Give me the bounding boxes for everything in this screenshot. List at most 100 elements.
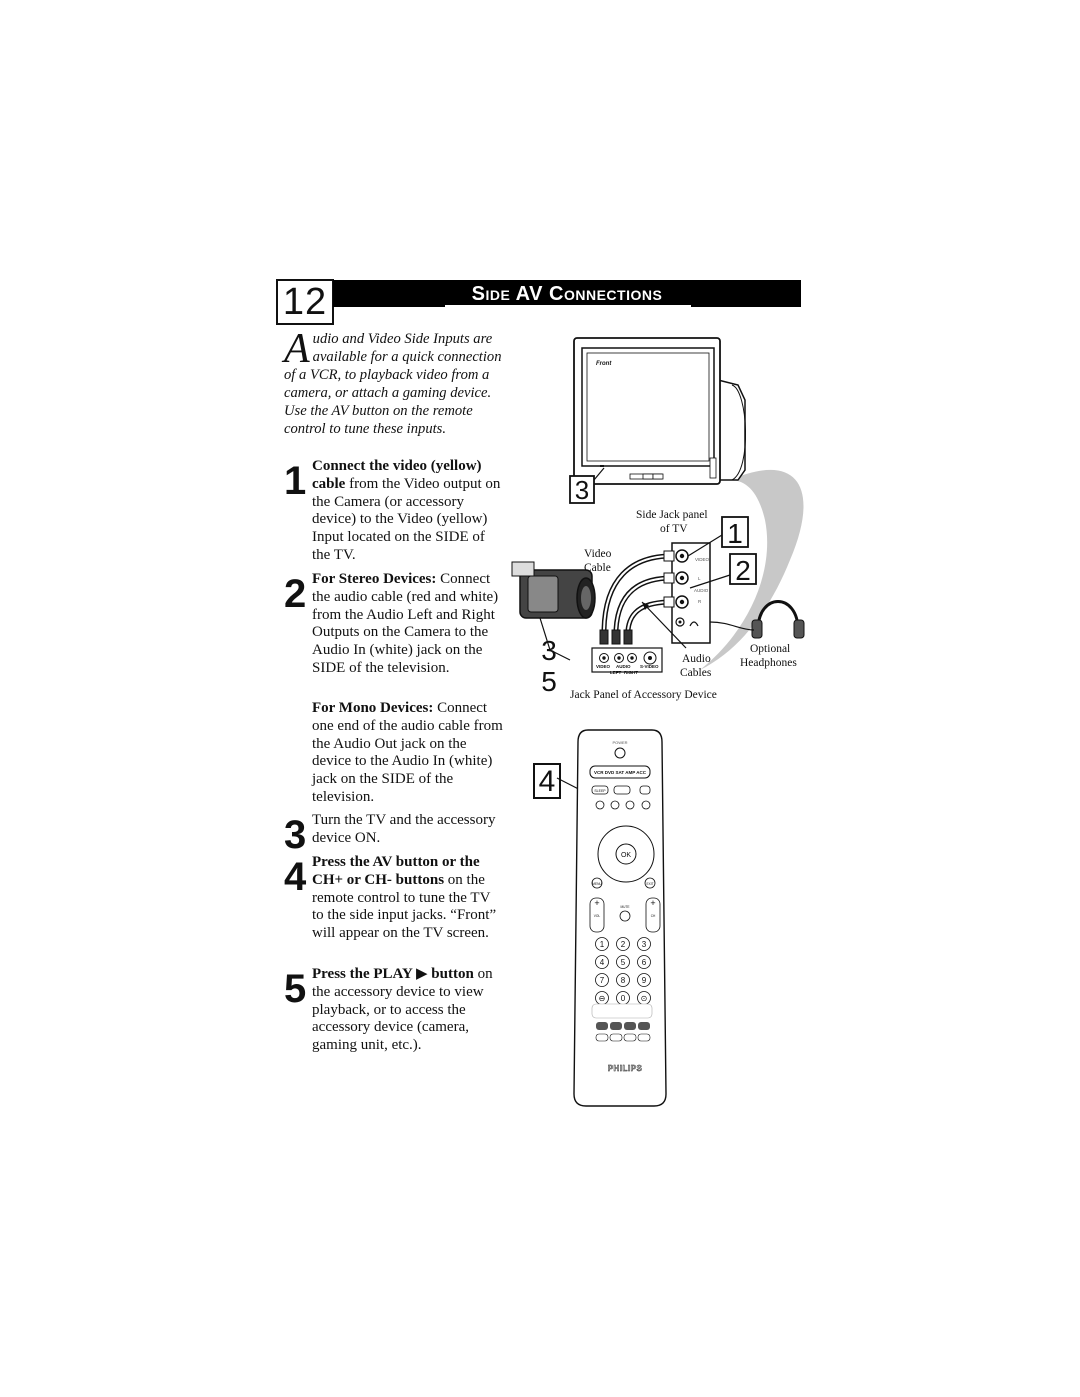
- remote-control: POWER VCR DVD SAT AMP ACC SLEEP OK MENU …: [573, 729, 667, 1107]
- remote-ch: CH: [651, 914, 656, 918]
- remote-exit: EXIT: [646, 882, 653, 886]
- remote-digit-button: [637, 937, 651, 951]
- mono-devices-body: Connect one end of the audio cable from …: [312, 700, 503, 805]
- remote-digit-label: 4: [600, 958, 605, 967]
- remote-digit-button: [595, 973, 609, 987]
- remote-digit-label: 2: [621, 940, 626, 949]
- tv-set: [573, 337, 747, 485]
- title-underline: [445, 305, 691, 307]
- remote-digit-grid: 1 2 3 4 5 6 7 8 9 ⊖ 0 ⊙: [595, 937, 651, 1005]
- headphones-illustration: [709, 600, 805, 639]
- callout-4: 4: [538, 765, 556, 798]
- step-2-body: Connect the audio cable (red and white) …: [312, 571, 499, 676]
- page-number: 12: [276, 279, 334, 325]
- mono-devices-text: For Mono Devices: Connect one end of the…: [312, 700, 504, 807]
- step-2-text: For Stereo Devices: Connect the audio ca…: [312, 571, 504, 678]
- audio-cables-label-1: Audio: [682, 653, 711, 665]
- remote-digit-button: [637, 973, 651, 987]
- remote-power-label: POWER: [612, 740, 627, 745]
- callout-3-top-box: [569, 475, 595, 504]
- optional-label: Optional: [750, 643, 790, 655]
- remote-digit-label: 9: [642, 976, 647, 985]
- camcorder-illustration: [511, 561, 596, 661]
- remote-digit-button: [595, 955, 609, 969]
- step-3-body: Turn the TV and the accessory device ON.: [312, 812, 496, 846]
- svg-text:+: +: [594, 898, 599, 908]
- step-4-text: Press the AV button or the CH+ or CH- bu…: [312, 854, 504, 943]
- jack-panel-caption: Jack Panel of Accessory Device: [570, 689, 717, 701]
- connection-diagram: Front 3 Side Jack panel of TV VIDEO L AU…: [511, 337, 805, 701]
- tv-jack-r-label: R: [698, 599, 702, 604]
- callout-3-bottom: 3: [541, 635, 557, 666]
- callout-3-top: 3: [575, 475, 589, 505]
- tv-screen-text: Front: [596, 361, 612, 367]
- tv-jack-audio-label: AUDIO: [694, 588, 709, 593]
- tv-jack-video-label: VIDEO: [695, 557, 710, 562]
- video-cable-label-2: Cable: [584, 562, 611, 574]
- remote-menu: MENU: [592, 882, 602, 886]
- remote-digit-label: 3: [642, 940, 647, 949]
- remote-digit-label: ⊖: [599, 994, 606, 1003]
- remote-digit-label: 5: [621, 958, 626, 967]
- remote-digit-label: ⊙: [641, 994, 648, 1003]
- audio-cables-label-2: Cables: [680, 667, 712, 679]
- remote-digit-button: [616, 973, 630, 987]
- remote-digit-label: 6: [642, 958, 647, 967]
- step-1-lead: Connect the video (yellow) cable: [312, 458, 482, 492]
- step-5-lead: Press the PLAY ▶ button: [312, 966, 474, 982]
- accessory-jack-panel: [591, 647, 663, 673]
- device-audio-label: AUDIO: [616, 664, 631, 669]
- remote-digit-button: [616, 937, 630, 951]
- remote-vol: VOL: [594, 914, 601, 918]
- callout-2-box: [729, 553, 757, 585]
- remote-digit-button: [616, 955, 630, 969]
- step-1-body: from the Video output on the Camera (or …: [312, 475, 501, 563]
- device-left-label: LEFT: [610, 670, 621, 675]
- step-4-number: 4: [284, 855, 307, 899]
- device-right-label: RIGHT: [624, 670, 638, 675]
- callout-1: 1: [727, 518, 743, 549]
- step-4-lead: Press the AV button or the CH+ or CH- bu…: [312, 854, 480, 888]
- step-2-number: 2: [284, 572, 307, 616]
- step-4-body: on the remote control to tune the TV to …: [312, 871, 497, 942]
- video-cable-label-1: Video: [584, 548, 612, 560]
- step-5-text: Press the PLAY ▶ button on the accessory…: [312, 966, 504, 1055]
- remote-digit-button: [595, 937, 609, 951]
- step-5-body: on the accessory device to view playback…: [312, 966, 493, 1054]
- of-tv-label: of TV: [660, 523, 688, 535]
- intro-dropcap: A: [284, 326, 310, 372]
- step-1-text: Connect the video (yellow) cable from th…: [312, 458, 504, 565]
- remote-digit-button: [637, 955, 651, 969]
- remote-ok: OK: [621, 852, 631, 859]
- intro-paragraph: A udio and Video Side Inputs are availab…: [284, 326, 508, 438]
- remote-mute: MUTE: [620, 905, 629, 909]
- side-jack-panel-label: Side Jack panel: [636, 509, 708, 521]
- step-3-number: 3: [284, 813, 307, 857]
- device-svideo-label: S-VIDEO: [640, 664, 659, 669]
- intro-text: udio and Video Side Inputs are available…: [284, 331, 502, 437]
- callout-5: 5: [541, 666, 557, 697]
- mono-devices-lead: For Mono Devices:: [312, 700, 434, 716]
- tv-jack-l-label: L: [698, 576, 701, 581]
- callout-2: 2: [735, 555, 751, 586]
- remote-brand: PHILIPS: [608, 1064, 643, 1073]
- callout-1-box: [721, 516, 749, 548]
- title-bar: [333, 280, 801, 307]
- step-1-number: 1: [284, 459, 307, 503]
- background-swoosh: [700, 469, 804, 670]
- remote-modes: VCR DVD SAT AMP ACC: [594, 770, 647, 775]
- step-3-text: Turn the TV and the accessory device ON.: [312, 812, 504, 848]
- side-jack-panel: [671, 542, 711, 644]
- remote-digit-label: 0: [621, 994, 626, 1003]
- remote-sleep: SLEEP: [594, 789, 606, 793]
- device-video-label: VIDEO: [596, 664, 611, 669]
- step-5-number: 5: [284, 967, 307, 1011]
- headphones-label: Headphones: [740, 657, 797, 669]
- av-cables: [601, 553, 675, 633]
- section-title: Side AV Connections: [471, 283, 663, 305]
- step-2-lead: For Stereo Devices:: [312, 571, 437, 587]
- remote-digit-label: 7: [600, 976, 605, 985]
- remote-digit-label: 1: [600, 940, 605, 949]
- remote-digit-label: 8: [621, 976, 626, 985]
- callout-4-box: 4: [533, 763, 561, 799]
